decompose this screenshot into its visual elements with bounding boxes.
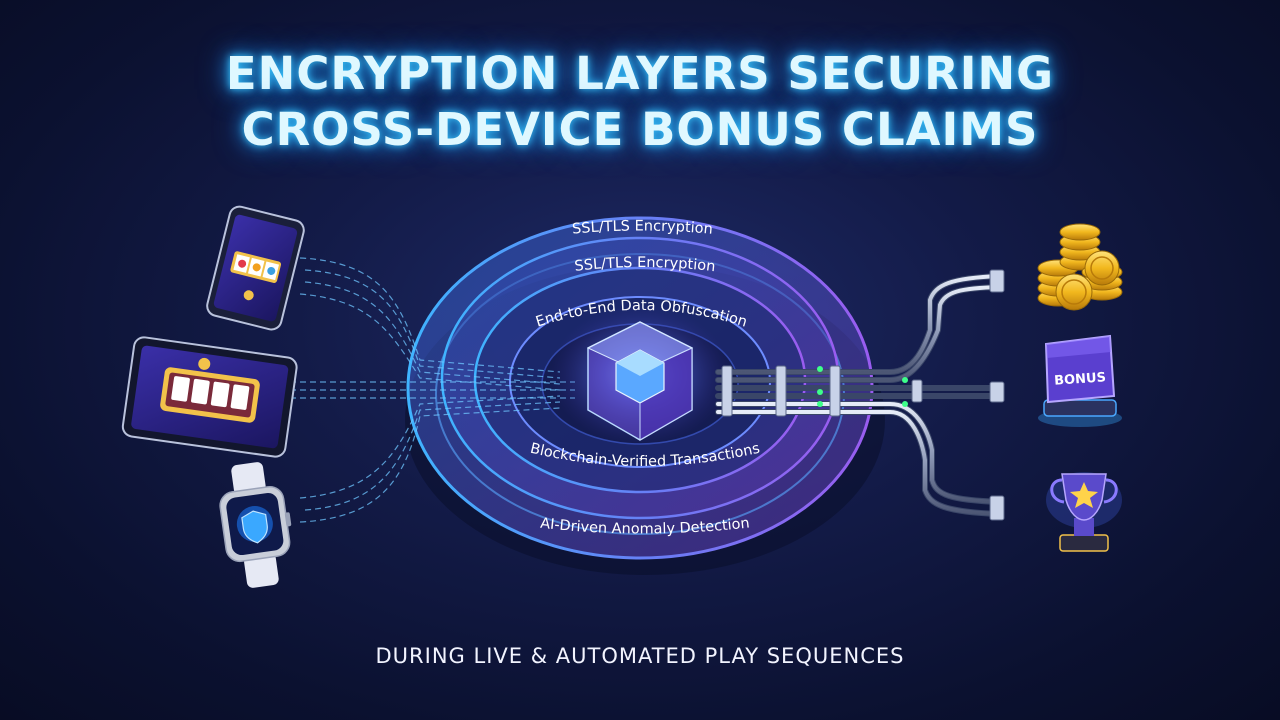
- status-light: [817, 366, 823, 372]
- star-icon: [1070, 482, 1098, 508]
- title-line-1: ENCRYPTION LAYERS SECURING: [225, 47, 1055, 100]
- status-light: [902, 401, 908, 407]
- cable-collar: [911, 379, 923, 403]
- cable-collar: [775, 365, 787, 417]
- stream-phone-1: [299, 257, 561, 373]
- layer-label-1: SSL/TLS Encryption: [571, 218, 713, 237]
- incoming-data-streams: [290, 257, 575, 523]
- cable-end: [989, 381, 1005, 403]
- trophy-icon: [1046, 472, 1122, 552]
- cable-end: [989, 495, 1005, 521]
- page-subtitle: DURING LIVE & AUTOMATED PLAY SEQUENCES: [375, 644, 905, 668]
- stream-watch-3: [299, 407, 561, 523]
- stream-phone-3: [304, 281, 561, 385]
- stream-phone-4: [299, 293, 561, 391]
- tablet-icon: [121, 336, 298, 458]
- layer-label-5: AI-Driven Anomaly Detection: [539, 515, 750, 537]
- smartphone-icon: [206, 205, 305, 331]
- title-line-2: CROSS-DEVICE BONUS CLAIMS: [241, 103, 1039, 156]
- bonus-sign-icon: BONUS: [1038, 334, 1122, 427]
- page-title: ENCRYPTION LAYERS SECURING CROSS-DEVICE …: [0, 46, 1280, 158]
- shield-icon: [241, 510, 268, 544]
- coins-icon: [1037, 223, 1123, 311]
- cable-collar: [829, 365, 841, 417]
- bonus-sign-label: BONUS: [1054, 370, 1107, 389]
- cable-collar: [721, 365, 733, 417]
- smartwatch-icon: [219, 462, 292, 588]
- cable-end: [989, 269, 1005, 293]
- layer-label-2: SSL/TLS Encryption: [574, 255, 716, 275]
- stream-watch-1: [299, 395, 561, 499]
- status-light: [817, 401, 823, 407]
- crystal-core-icon: [550, 305, 730, 445]
- status-light: [817, 389, 823, 395]
- outgoing-cables: [715, 269, 1005, 521]
- status-light: [902, 377, 908, 383]
- stream-phone-2: [304, 269, 561, 379]
- stream-watch-2: [304, 401, 561, 511]
